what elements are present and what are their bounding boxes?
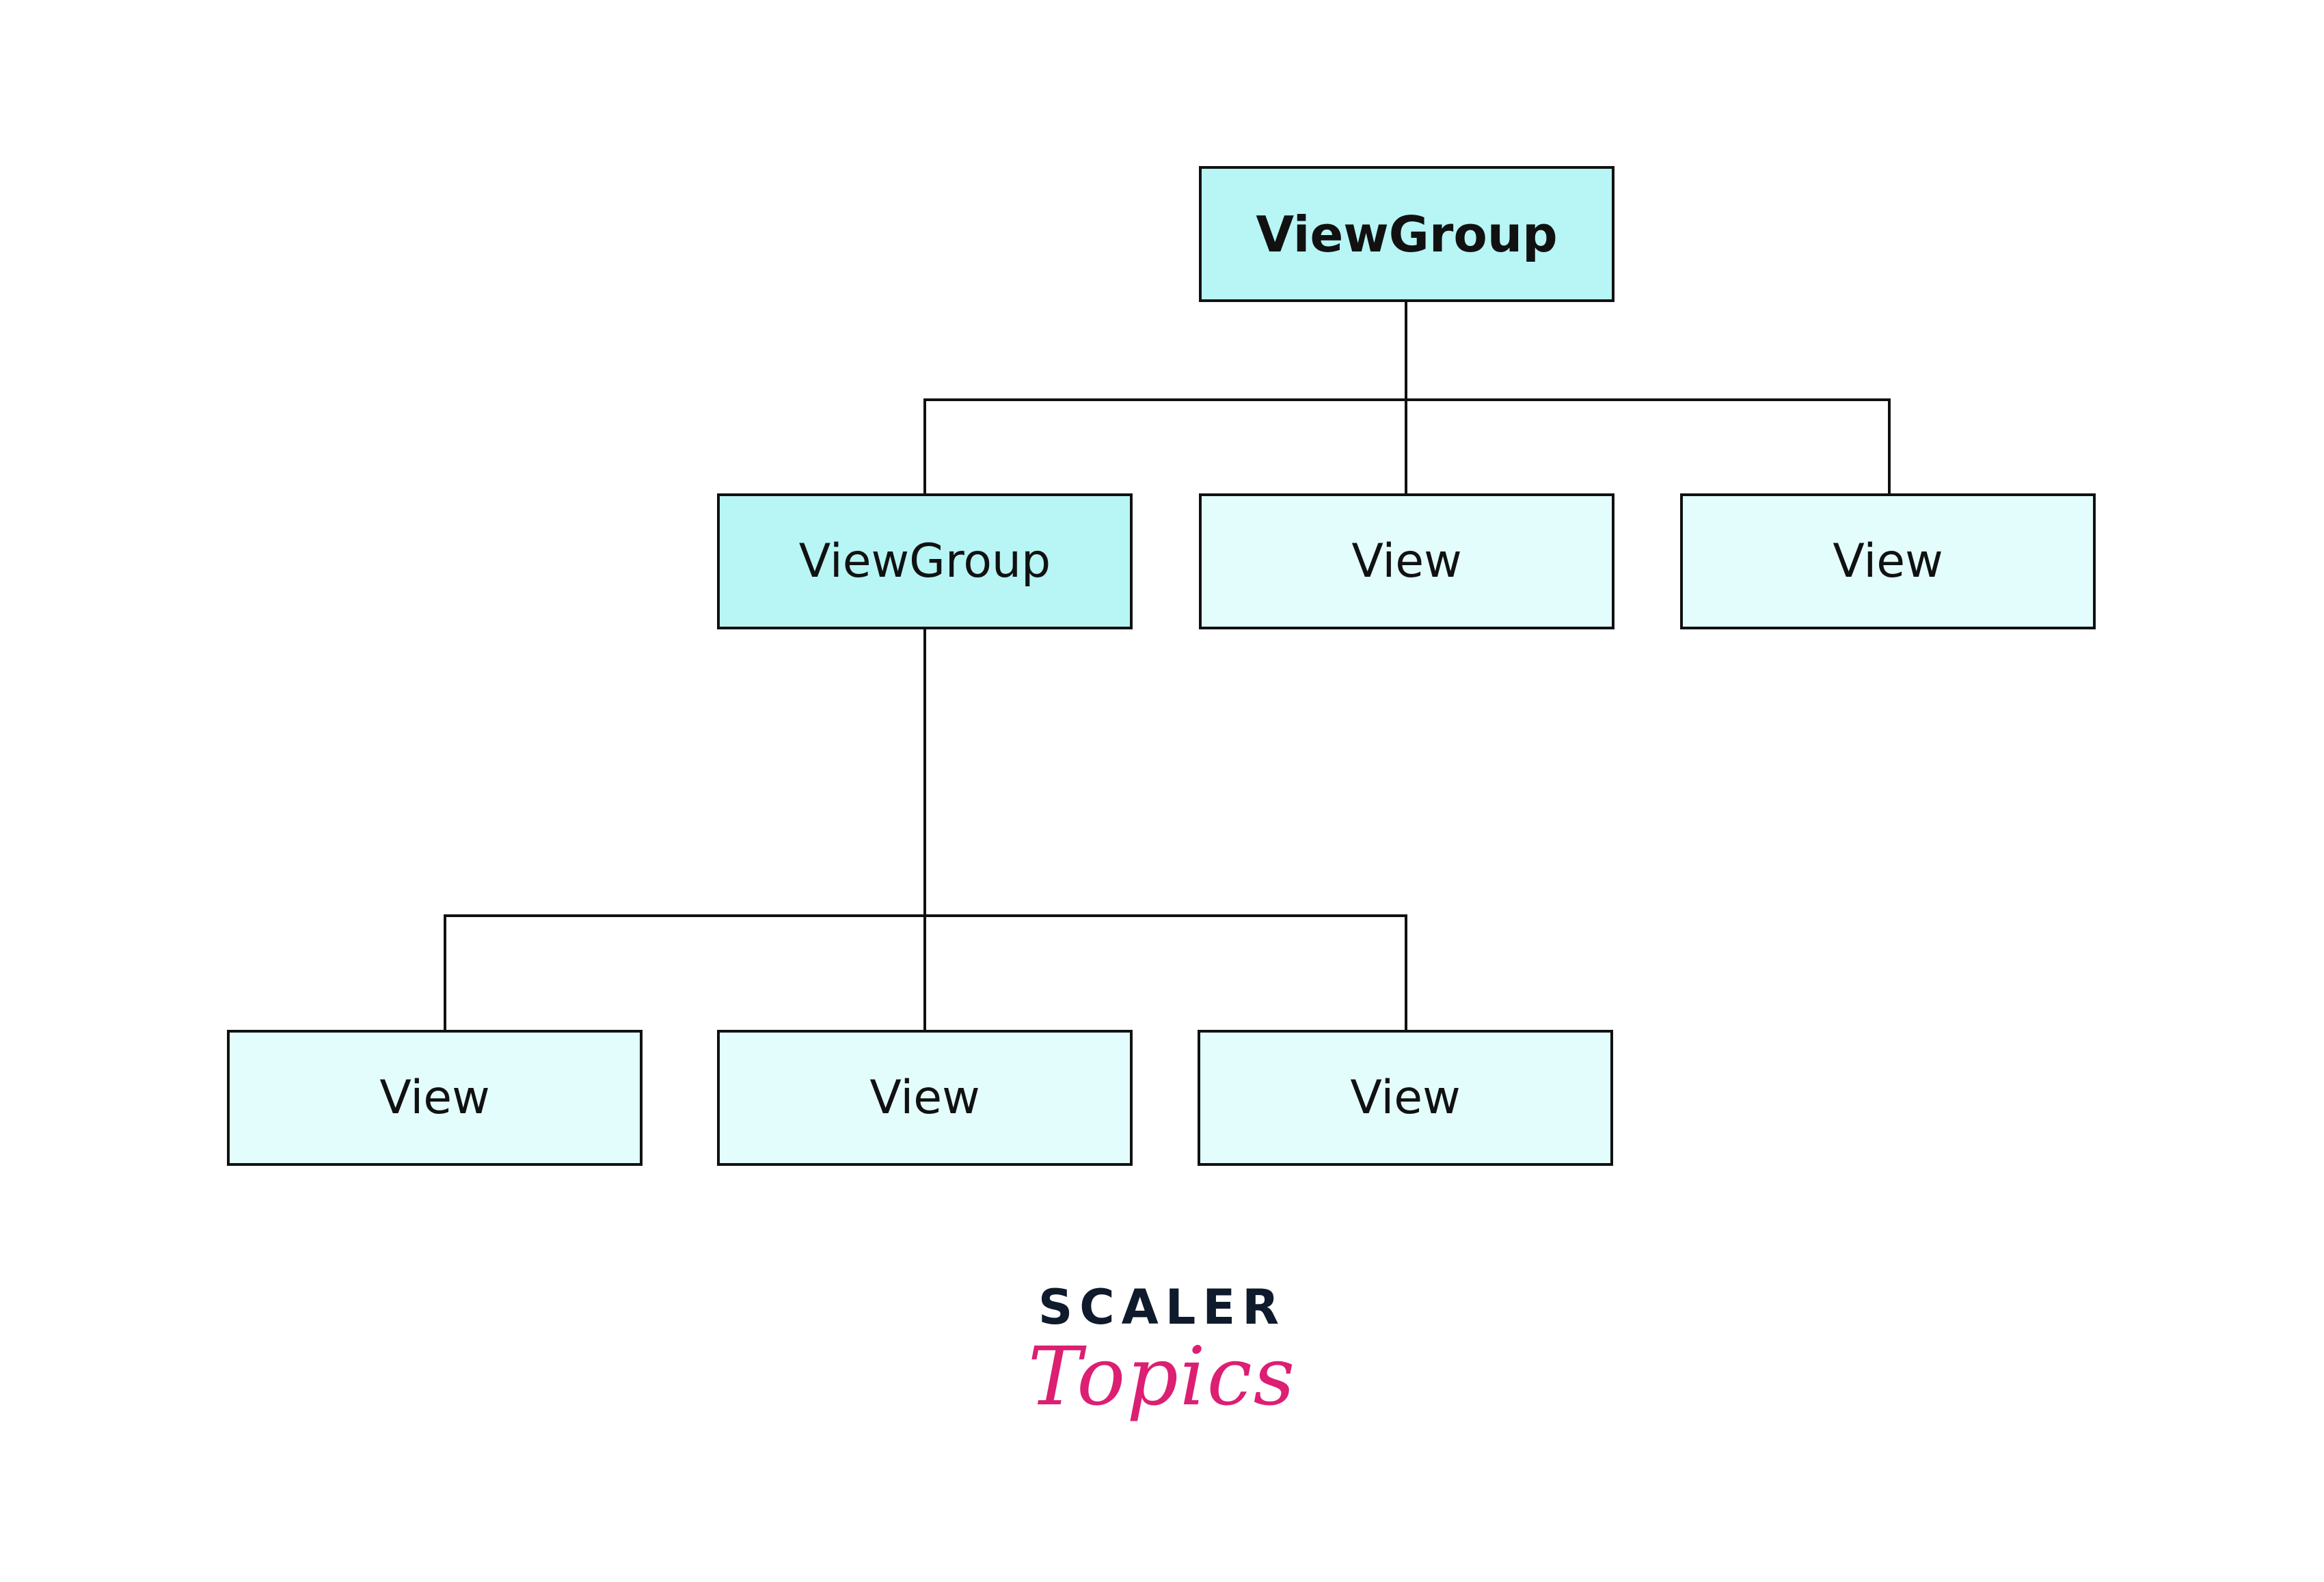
node-level1-viewgroup: ViewGroup (717, 493, 1133, 629)
connector-to-level2-1 (923, 914, 926, 1031)
node-root-viewgroup: ViewGroup (1199, 166, 1614, 302)
connector-to-level2-2 (1405, 914, 1407, 1031)
node-label: View (1833, 534, 1943, 588)
node-label: ViewGroup (1256, 205, 1558, 263)
connector-to-level1-1 (1405, 398, 1407, 494)
node-level2-view-0: View (227, 1030, 643, 1166)
node-label: View (1350, 1071, 1461, 1125)
topics-logo-text: Topics (1027, 1329, 1297, 1423)
scaler-logo-text: SCALER (1038, 1279, 1286, 1335)
node-level1-view-1: View (1199, 493, 1614, 629)
node-level1-view-2: View (1680, 493, 2096, 629)
node-label: View (379, 1071, 490, 1125)
connector-to-level1-2 (1888, 398, 1891, 494)
connector-root-vertical (1405, 301, 1407, 401)
node-label: View (1351, 534, 1462, 588)
connector-to-level2-0 (444, 914, 446, 1031)
node-label: View (869, 1071, 980, 1125)
connector-group-vertical (923, 628, 926, 917)
node-label: ViewGroup (798, 534, 1051, 588)
connector-to-level1-0 (923, 398, 926, 494)
node-level2-view-1: View (717, 1030, 1133, 1166)
node-level2-view-2: View (1198, 1030, 1613, 1166)
